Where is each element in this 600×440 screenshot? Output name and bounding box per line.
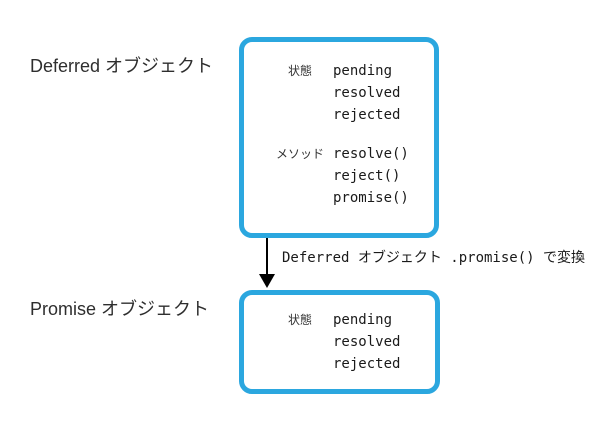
method-row: メソッド resolve() <box>272 143 434 165</box>
state-row: 状態 pending <box>272 60 434 82</box>
state-value: resolved <box>333 85 401 101</box>
deferred-methods-group: メソッド resolve() reject() promise() <box>272 143 434 209</box>
state-value: rejected <box>333 356 401 372</box>
state-value: pending <box>333 63 393 79</box>
conversion-caption: Deferred オブジェクト .promise() で変換 <box>282 250 586 266</box>
state-row: 状態 pending <box>272 309 435 331</box>
state-row: rejected <box>272 353 435 375</box>
state-row: rejected <box>272 104 434 126</box>
state-value: pending <box>333 312 393 328</box>
deferred-object-title: Deferred オブジェクト <box>30 56 214 76</box>
promise-states-group: 状態 pending resolved rejected <box>272 309 435 375</box>
state-row: resolved <box>272 82 434 104</box>
promise-object-title: Promise オブジェクト <box>30 299 210 319</box>
method-row: promise() <box>272 187 434 209</box>
deferred-states-group: 状態 pending resolved rejected <box>272 60 434 126</box>
method-value: reject() <box>333 168 401 184</box>
promise-object-box: 状態 pending resolved rejected <box>239 290 440 394</box>
method-value: promise() <box>333 190 409 206</box>
down-arrow-line <box>266 238 268 276</box>
down-arrow-head-icon <box>259 274 275 288</box>
method-label: メソッド <box>275 147 324 161</box>
state-row: resolved <box>272 331 435 353</box>
state-label: 状態 <box>287 313 312 327</box>
method-value: resolve() <box>333 146 409 162</box>
state-label: 状態 <box>287 64 312 78</box>
deferred-object-box: 状態 pending resolved rejected メソッド resolv… <box>239 37 439 238</box>
method-row: reject() <box>272 165 434 187</box>
state-value: rejected <box>333 107 401 123</box>
state-value: resolved <box>333 334 401 350</box>
